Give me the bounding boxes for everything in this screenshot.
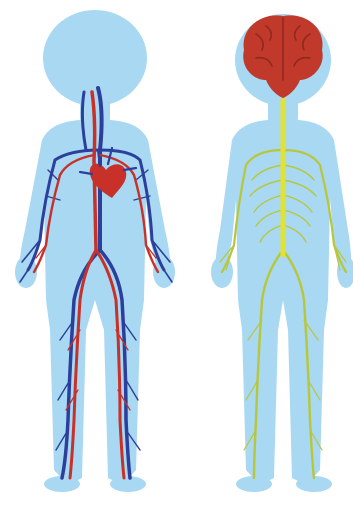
nervous-system-figure [211, 14, 353, 492]
circulatory-system-figure [15, 10, 175, 492]
